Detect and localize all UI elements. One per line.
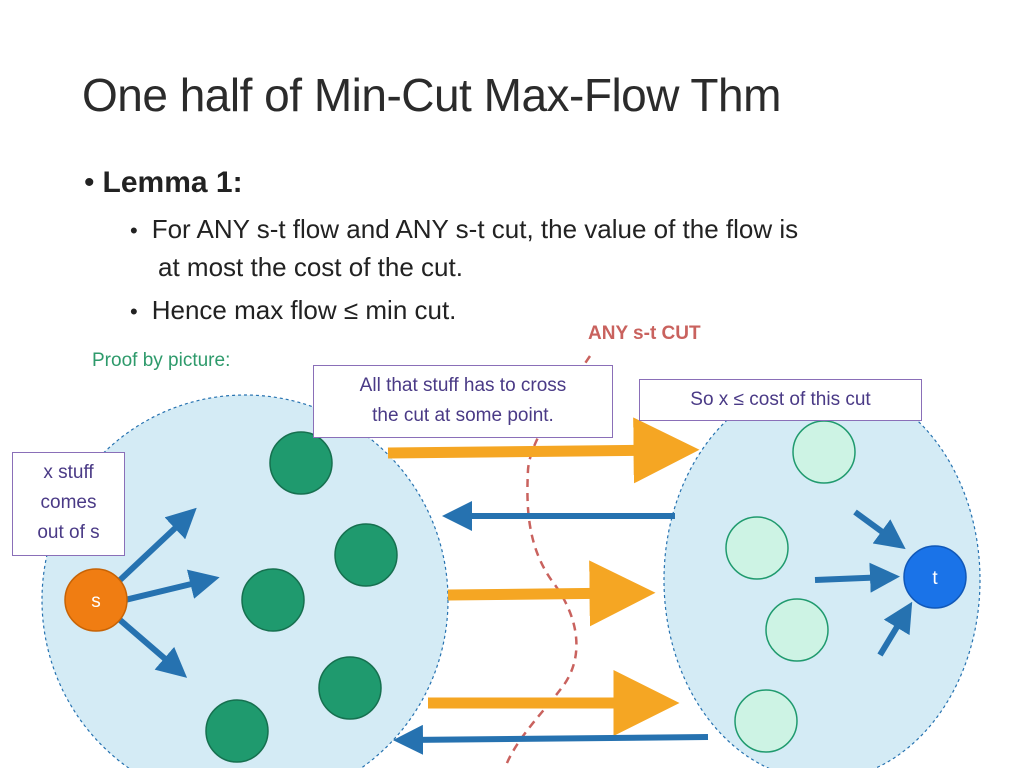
lemma-text: Lemma 1: <box>102 166 243 199</box>
callout-line: All that stuff has to cross <box>359 375 567 396</box>
crossing-callout: All that stuff has to cross the cut at s… <box>313 365 613 438</box>
bullet-glyph: • <box>130 299 138 324</box>
bullet-glyph: • <box>84 166 95 199</box>
sub-bullet-max-min: • Hence max flow ≤ min cut. <box>130 295 456 326</box>
right-node <box>725 516 789 580</box>
left-node <box>318 656 382 720</box>
source-out-arrow <box>118 617 188 678</box>
forward-crossing-arrow <box>387 417 700 484</box>
source-label: s <box>91 591 101 612</box>
right-node <box>734 689 798 753</box>
callout-line: the cut at some point. <box>372 405 554 426</box>
sub-bullet-flow-cut: • For ANY s-t flow and ANY s-t cut, the v… <box>130 214 798 245</box>
callout-line: comes <box>40 492 97 513</box>
callout-line: out of s <box>37 522 100 543</box>
proof-label: Proof by picture: <box>92 350 231 371</box>
cost-callout: So x ≤ cost of this cut <box>639 379 922 421</box>
left-node <box>241 568 305 632</box>
callout-line: So x ≤ cost of this cut <box>690 389 871 410</box>
sub-bullet-text-continued: at most the cost of the cut. <box>158 252 463 282</box>
left-node <box>269 431 333 495</box>
left-node <box>205 699 269 763</box>
source-node <box>64 568 128 632</box>
sink-in-arrow <box>877 601 913 657</box>
sink-in-arrow <box>814 562 900 593</box>
slide-title: One half of Min-Cut Max-Flow Thm <box>82 69 781 121</box>
sub-bullet-text: For ANY s-t flow and ANY s-t cut, the va… <box>151 214 799 244</box>
source-out-arrow <box>117 507 197 583</box>
bullet-glyph: • <box>130 218 138 243</box>
backward-crossing-arrow <box>393 724 709 755</box>
left-node <box>334 523 398 587</box>
source-output-callout: x stuff comes out of s <box>12 452 125 556</box>
sink-node <box>903 545 967 609</box>
sink-label: t <box>932 568 938 589</box>
right-node <box>765 598 829 662</box>
cut-label: ANY s-t CUT <box>588 323 701 344</box>
forward-crossing-arrow <box>447 560 656 627</box>
sub-bullet-text: Hence max flow ≤ min cut. <box>151 295 457 325</box>
lemma-bullet: •Lemma 1: <box>84 166 243 200</box>
callout-line: x stuff <box>43 462 94 483</box>
sink-in-arrow <box>853 509 906 550</box>
source-out-arrow <box>124 569 220 603</box>
right-node <box>792 420 856 484</box>
